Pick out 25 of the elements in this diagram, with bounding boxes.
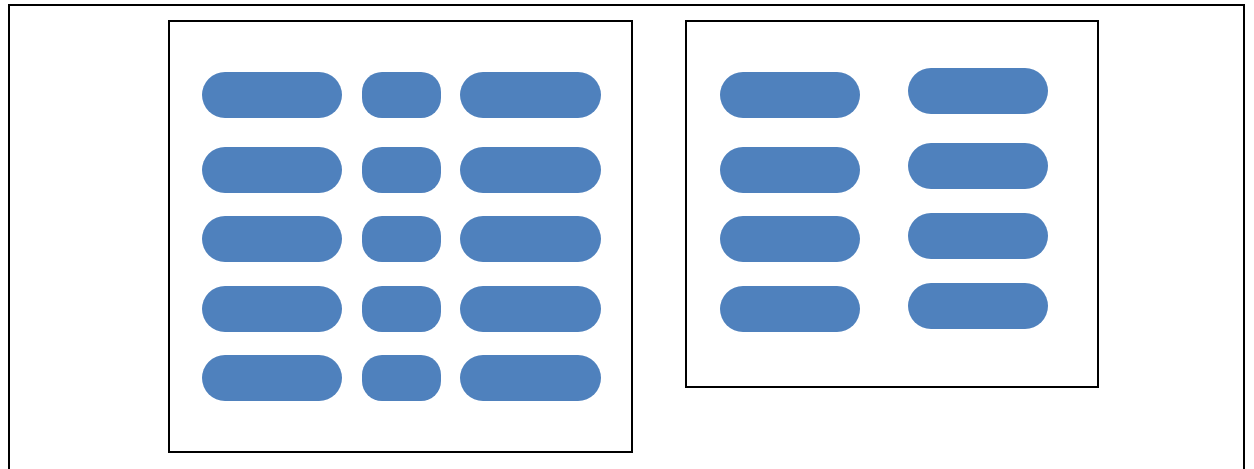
rounded-bar <box>362 286 441 332</box>
rounded-bar <box>460 286 601 332</box>
rounded-bar <box>202 147 342 193</box>
rounded-bar <box>362 72 441 118</box>
rounded-bar <box>720 72 860 118</box>
container-panel <box>685 20 1099 388</box>
rounded-bar <box>460 72 601 118</box>
rounded-bar <box>362 355 441 401</box>
rounded-bar <box>720 286 860 332</box>
rounded-bar <box>362 216 441 262</box>
rounded-bar <box>908 283 1048 329</box>
rounded-bar <box>460 147 601 193</box>
rounded-bar <box>202 216 342 262</box>
rounded-bar <box>460 216 601 262</box>
rounded-bar <box>720 216 860 262</box>
rounded-bar <box>720 147 860 193</box>
rounded-bar <box>908 143 1048 189</box>
rounded-bar <box>202 286 342 332</box>
rounded-bar <box>908 68 1048 114</box>
rounded-bar <box>202 72 342 118</box>
rounded-bar <box>460 355 601 401</box>
rounded-bar <box>362 147 441 193</box>
container-panel <box>168 20 633 453</box>
rounded-bar <box>202 355 342 401</box>
rounded-bar <box>908 213 1048 259</box>
